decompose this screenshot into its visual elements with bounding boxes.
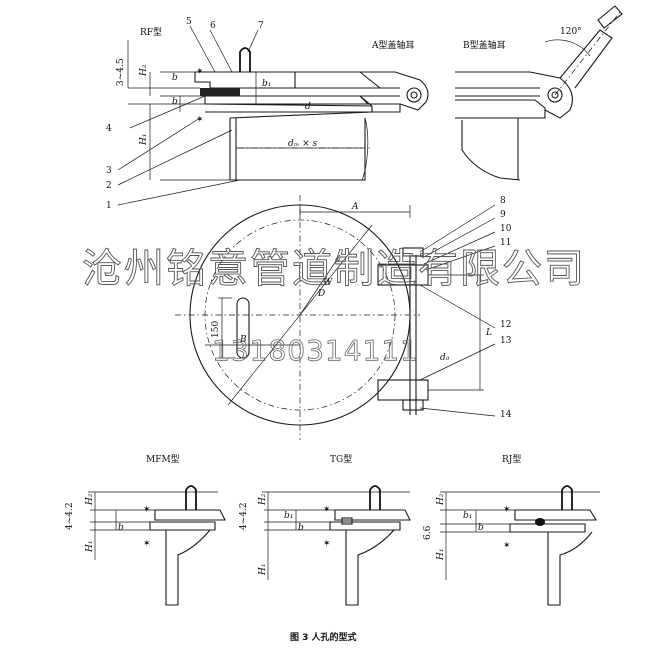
part-5: 5 bbox=[186, 17, 192, 27]
dim-w-label: W bbox=[323, 278, 333, 288]
range-dim-label: 3~4.5 bbox=[116, 58, 126, 86]
part-8: 8 bbox=[500, 196, 506, 206]
rj-h1: H₁ bbox=[436, 549, 446, 561]
figure-caption: 图 3 人孔的型式 bbox=[290, 631, 357, 643]
b1-label: b₁ bbox=[262, 79, 271, 89]
part-14: 14 bbox=[500, 410, 512, 420]
rj-b: b bbox=[478, 523, 484, 533]
svg-text:✶: ✶ bbox=[143, 505, 151, 515]
slot-dim-label: 150 bbox=[211, 321, 221, 338]
a-type-hinge-label: A型盖轴耳 bbox=[371, 39, 415, 51]
part-12: 12 bbox=[500, 320, 511, 330]
dw-s-label: dₘ × s bbox=[288, 139, 318, 149]
rf-type-label: RF型 bbox=[140, 27, 162, 38]
b-label-mid: b bbox=[172, 97, 178, 107]
dim-l-label: L bbox=[485, 328, 492, 338]
d-label: d bbox=[305, 102, 311, 112]
part-2: 2 bbox=[106, 181, 112, 191]
tg-dim-label: 4~4.2 bbox=[239, 502, 249, 530]
tg-type-label: TG型 bbox=[330, 454, 352, 465]
mfm-type-label: MFM型 bbox=[146, 454, 180, 465]
mfm-b: b bbox=[118, 523, 124, 533]
tg-h1: H₁ bbox=[258, 564, 268, 576]
h2-label: H₂ bbox=[139, 64, 149, 77]
svg-text:✶: ✶ bbox=[323, 505, 331, 515]
angle-label: 120° bbox=[560, 27, 582, 37]
h1-label: H₁ bbox=[139, 134, 149, 146]
svg-text:✶: ✶ bbox=[143, 539, 151, 549]
dim-b-label: B bbox=[239, 335, 247, 345]
dim-a-label: A bbox=[351, 202, 359, 212]
watermark-company: 沧州铭意管道制造有限公司 bbox=[82, 246, 586, 292]
tg-h2: H₂ bbox=[258, 493, 268, 506]
svg-text:✶: ✶ bbox=[323, 539, 331, 549]
b-type-hinge-label: B型盖轴耳 bbox=[463, 39, 506, 51]
svg-text:✶: ✶ bbox=[503, 505, 511, 515]
part-11: 11 bbox=[500, 238, 511, 248]
mfm-dim-label: 4~4.2 bbox=[65, 502, 75, 530]
rj-b1: b₁ bbox=[463, 511, 472, 521]
b-label-top: b bbox=[172, 73, 178, 83]
tg-b1: b₁ bbox=[284, 511, 293, 521]
part-10: 10 bbox=[500, 224, 512, 234]
rj-h2: H₂ bbox=[436, 493, 446, 506]
mfm-h2: H₂ bbox=[85, 493, 95, 506]
part-6: 6 bbox=[210, 21, 216, 31]
rj-type-label: RJ型 bbox=[502, 454, 521, 465]
svg-text:✶: ✶ bbox=[503, 541, 511, 551]
b-type-hinge-view bbox=[455, 5, 623, 181]
watermark-phone: 13180314111 bbox=[212, 334, 419, 367]
a-type-hinge-view bbox=[345, 71, 429, 113]
part-4: 4 bbox=[106, 124, 112, 134]
part-3: 3 bbox=[106, 166, 112, 176]
tg-type-section-view: ✶ ✶ bbox=[262, 485, 411, 606]
tg-b: b bbox=[298, 523, 304, 533]
rj-dim-label: 6.6 bbox=[423, 525, 433, 540]
part-13: 13 bbox=[500, 336, 512, 346]
rf-type-section-view: ✶ ✶ bbox=[117, 25, 381, 206]
part-7: 7 bbox=[258, 21, 264, 31]
manhole-plan-view bbox=[175, 195, 496, 440]
dim-d0-label: d₀ bbox=[440, 353, 450, 363]
dim-d-label: D bbox=[317, 289, 325, 299]
part-9: 9 bbox=[500, 210, 506, 220]
rj-type-section-view: ✶ ✶ bbox=[440, 485, 600, 606]
mfm-type-section-view: ✶ ✶ bbox=[88, 485, 226, 606]
svg-text:✶: ✶ bbox=[196, 67, 204, 77]
svg-text:✶: ✶ bbox=[196, 115, 204, 125]
part-1: 1 bbox=[106, 201, 112, 211]
mfm-h1: H₁ bbox=[85, 541, 95, 553]
